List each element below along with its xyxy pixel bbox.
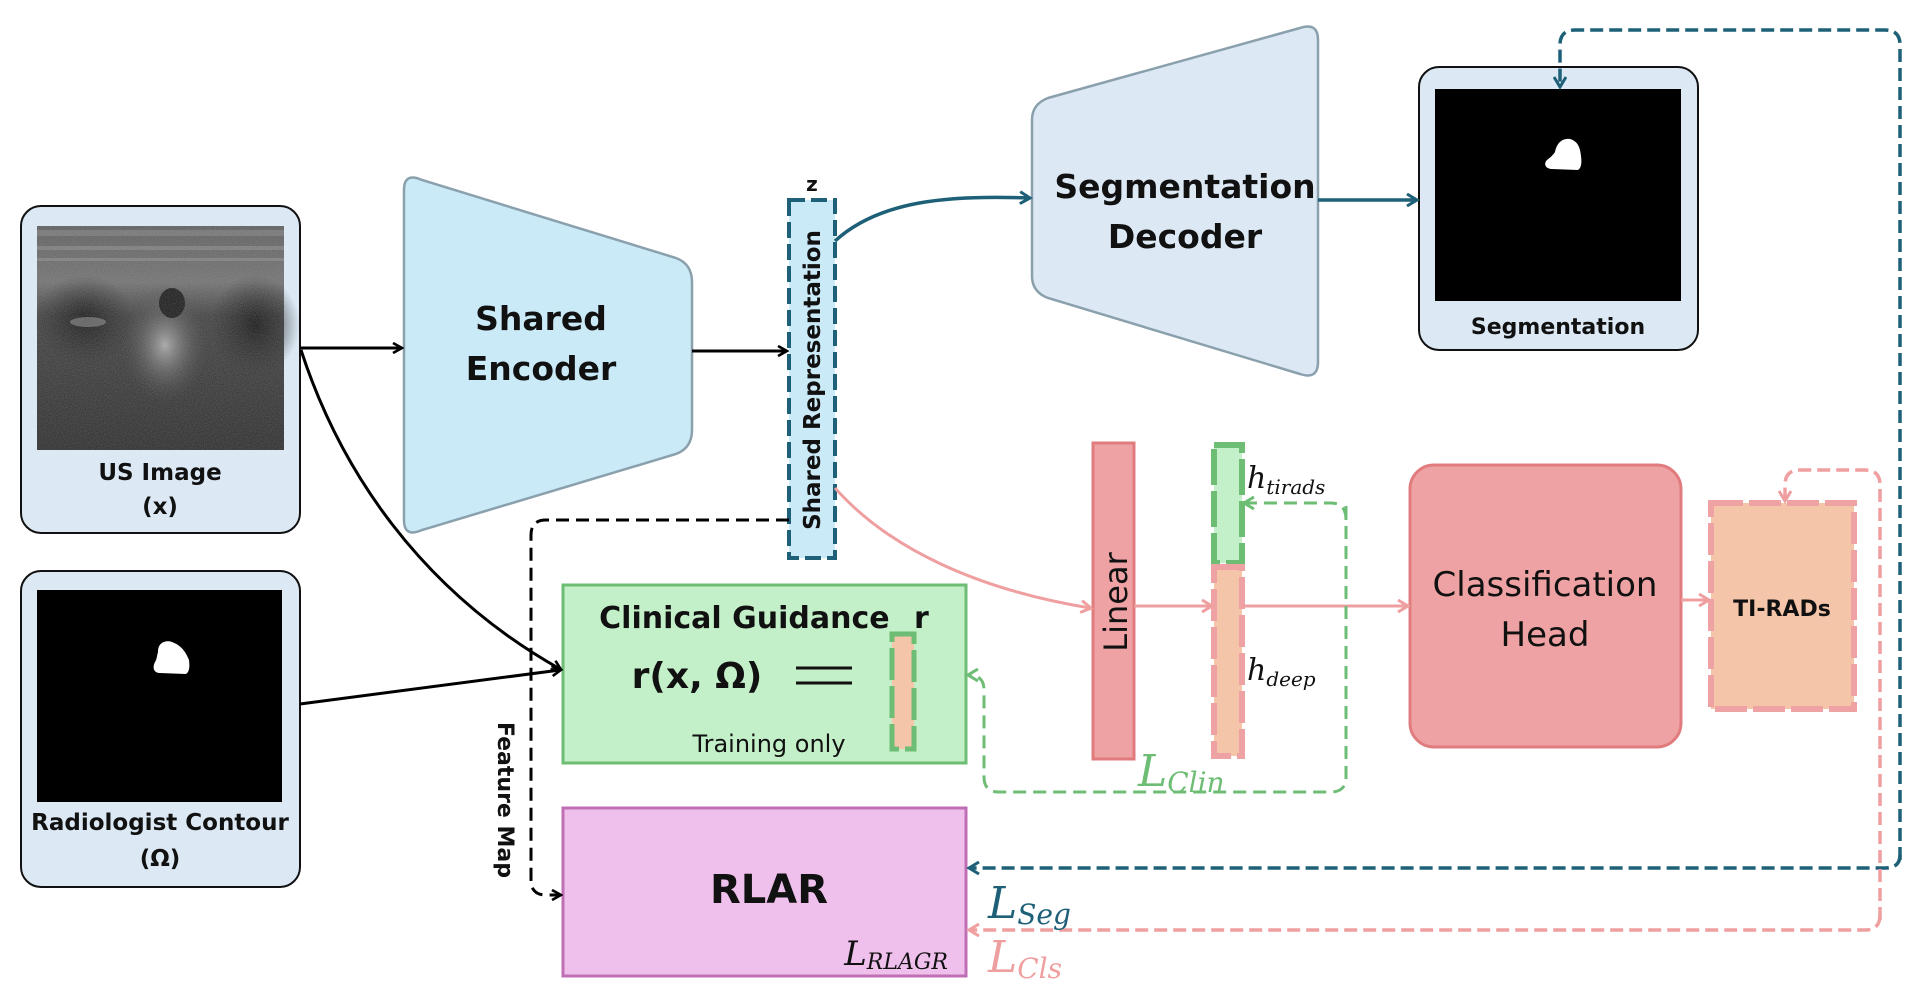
arrow-representation-to-linear: [833, 487, 1090, 608]
contour-mask-image: [37, 590, 282, 802]
arrow-us-to-clinical: [299, 349, 560, 669]
tirads-output: TI-RADs: [1708, 500, 1857, 712]
rlar-loss-main: L: [843, 934, 867, 974]
segmentation-mask-image: [1435, 89, 1681, 301]
h-deep-main: h: [1247, 653, 1266, 688]
loss-clin-sub: Clin: [1167, 766, 1224, 799]
h-deep-sub: deep: [1266, 667, 1315, 691]
loss-cls-sub: Cls: [1017, 952, 1062, 985]
loss-cls-path-to-tirads: [1785, 468, 1882, 920]
segmentation-decoder: Segmentation Decoder: [1030, 25, 1320, 377]
clinical-formula: r(x, Ω): [632, 656, 763, 697]
representation-label: Shared Representation: [800, 230, 826, 530]
loss-cls-label: LCls: [987, 932, 1062, 985]
ultrasound-image: [35, 226, 300, 450]
loss-seg-label: LSeg: [987, 878, 1071, 931]
h-deep-label: hdeep: [1247, 653, 1316, 691]
h-deep-vector: [1211, 564, 1245, 759]
segmentation-blob: [1545, 138, 1582, 170]
loss-seg-path-to-rlar: [970, 854, 1902, 868]
contour-blob: [153, 641, 190, 674]
contour-symbol: (Ω): [140, 846, 181, 872]
loss-seg-sub: Seg: [1017, 898, 1071, 931]
decoder-label-line2: Decoder: [1108, 217, 1263, 256]
rlar-box: RLAR LRLAGR: [561, 806, 968, 978]
classification-label-line1: Classification: [1433, 565, 1658, 605]
radiologist-contour-card: Radiologist Contour (Ω): [20, 570, 301, 888]
arrow-feature-map: [529, 518, 789, 895]
contour-label: Radiologist Contour: [31, 810, 289, 836]
h-tirads-main: h: [1247, 461, 1266, 496]
loss-clin-main: L: [1137, 746, 1167, 797]
rlar-label: RLAR: [710, 867, 828, 913]
tirads-label: TI-RADs: [1733, 597, 1831, 622]
us-image-symbol: (x): [142, 494, 178, 520]
clinical-note: Training only: [691, 730, 845, 758]
encoder-label-line1: Shared: [475, 299, 607, 338]
loss-seg-path-to-segmentation: [1560, 28, 1902, 860]
arrow-contour-to-clinical: [299, 670, 560, 706]
rlar-loss-sub: RLAGR: [866, 950, 948, 975]
us-image-card: US Image (x): [20, 205, 301, 534]
loss-seg-main: L: [987, 878, 1017, 929]
clinical-title-suffix: r: [914, 601, 929, 636]
segmentation-output-label: Segmentation: [1471, 315, 1645, 340]
clinical-guidance-box: Clinical Guidance r r(x, Ω) Training onl…: [561, 583, 968, 765]
loss-clin-path-to-clinical: [969, 506, 1348, 794]
clinical-title-text: Clinical Guidance: [599, 601, 889, 636]
loss-cls-path-to-rlar: [970, 914, 1882, 930]
h-tirads-vector: [1211, 442, 1245, 566]
shared-encoder: Shared Encoder: [402, 176, 694, 534]
shared-representation: z Shared Representation: [787, 172, 837, 560]
encoder-label-line2: Encoder: [466, 349, 617, 388]
h-tirads-sub: tirads: [1266, 475, 1325, 499]
classification-head: Classification Head: [1408, 463, 1683, 749]
rlar-loss: LRLAGR: [843, 934, 948, 975]
representation-symbol: z: [806, 172, 818, 196]
feature-map-label: Feature Map: [492, 722, 517, 878]
loss-clin-label: LClin: [1137, 746, 1225, 799]
decoder-label-line1: Segmentation: [1054, 167, 1315, 206]
clinical-title: Clinical Guidance r: [599, 601, 929, 636]
us-image-label: US Image: [98, 460, 221, 486]
classification-label-line2: Head: [1501, 615, 1590, 655]
linear-layer: Linear: [1091, 441, 1136, 761]
linear-label: Linear: [1097, 551, 1135, 651]
h-tirads-label: htirads: [1247, 461, 1325, 499]
loss-cls-main: L: [987, 932, 1017, 983]
arrow-representation-to-decoder: [833, 197, 1029, 243]
segmentation-output-card: Segmentation: [1418, 66, 1699, 351]
clinical-vector: [889, 631, 917, 752]
hidden-vector: htirads hdeep: [1211, 442, 1325, 759]
loss-clin-path-to-htirads: [1245, 503, 1348, 521]
equals-sign: [796, 666, 852, 685]
connectors: [299, 28, 1902, 930]
